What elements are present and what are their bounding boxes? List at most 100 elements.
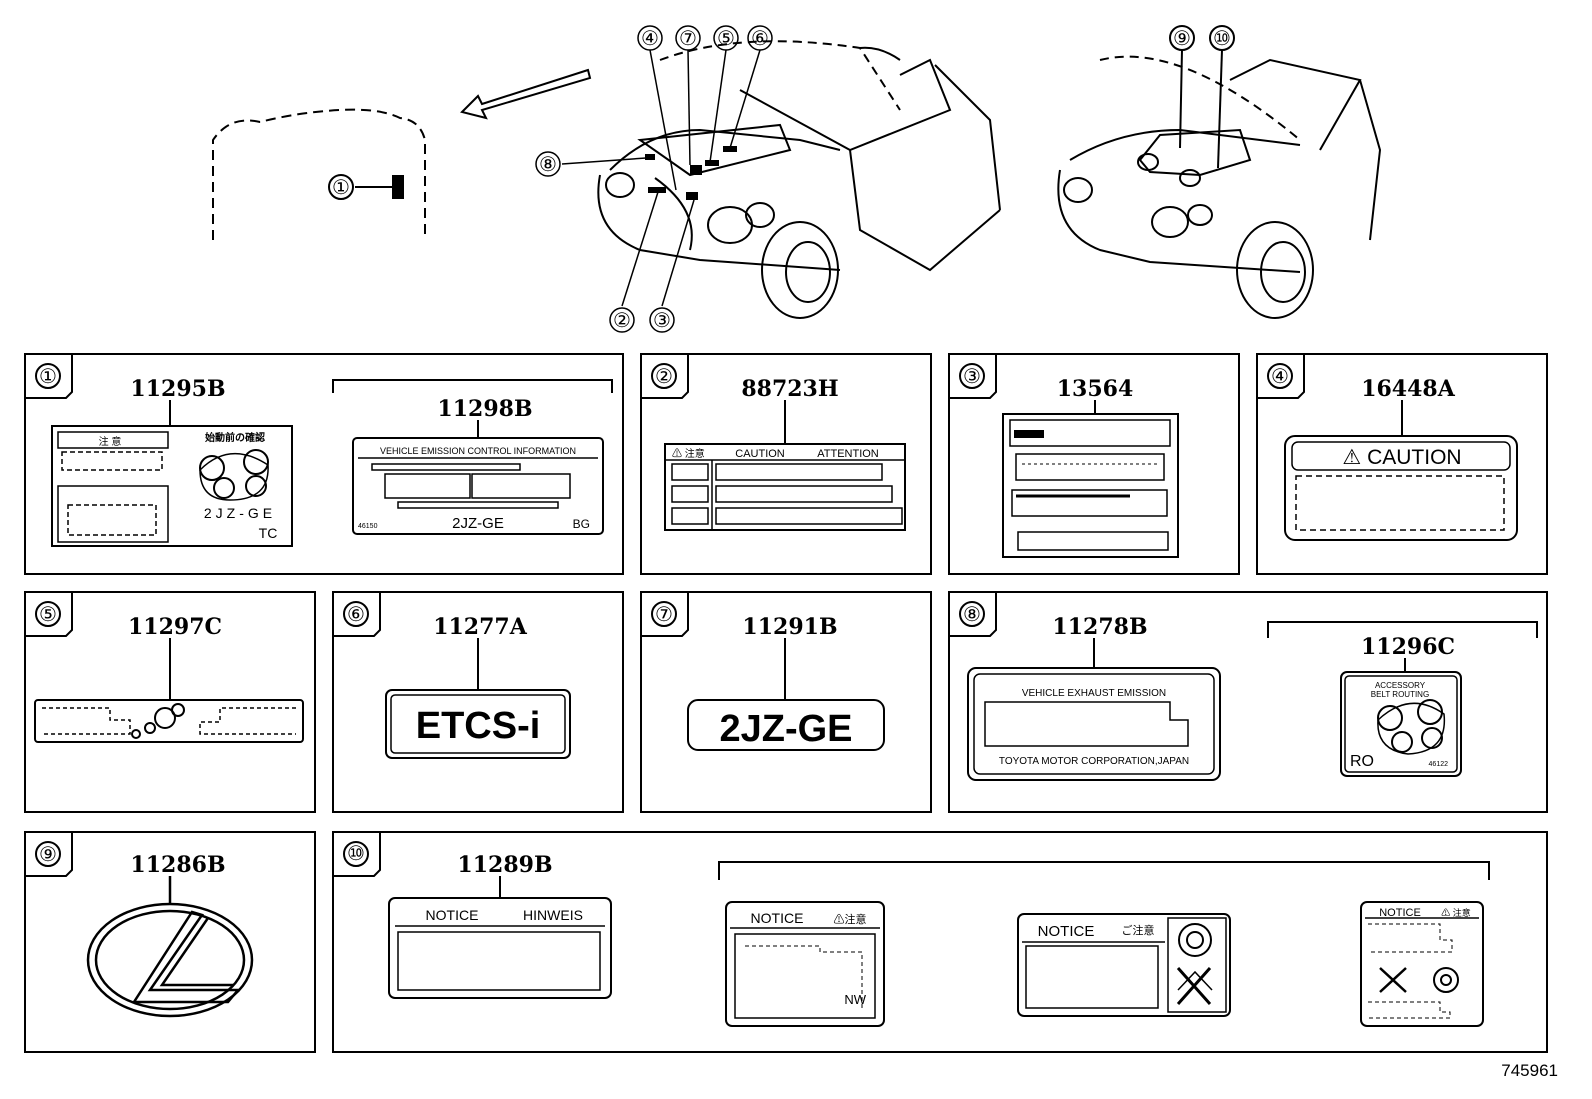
panel-5-graphics <box>34 638 304 743</box>
panel-5-frame <box>24 591 316 813</box>
label-11298B-header: VEHICLE EMISSION CONTROL INFORMATION <box>380 446 576 456</box>
panel-5-index: ⑤ <box>39 604 57 626</box>
label-11297C <box>34 699 304 743</box>
callout-10-overview: ⑩ <box>1213 28 1231 50</box>
panel-1-index: ① <box>39 366 57 388</box>
panel-6-graphics <box>385 638 571 759</box>
panel-index-tabs <box>25 354 1305 877</box>
panel-9-index: ⑨ <box>39 844 57 866</box>
label-11289B-a <box>388 897 612 999</box>
panel-1-frame <box>24 353 624 575</box>
label-13564 <box>1002 413 1179 558</box>
panel-3-frame <box>948 353 1240 575</box>
panel-8-frame <box>948 591 1548 813</box>
label-11278B <box>967 667 1221 781</box>
callout-9-overview: ⑨ <box>1173 28 1191 50</box>
engine-bay-leader-lines <box>535 25 773 333</box>
part-number-11291B: 11291B <box>742 614 837 640</box>
diagram-id: 745961 <box>1501 1061 1558 1080</box>
label-11289B-c <box>1017 913 1231 1017</box>
panel-6-index: ⑥ <box>347 604 365 626</box>
panel-8-index: ⑧ <box>963 604 981 626</box>
panel-10-frame <box>332 831 1548 1053</box>
label-11289B-c-symbol: ご注意 <box>1122 923 1155 937</box>
label-11278B-footer: TOYOTA MOTOR CORPORATION,JAPAN <box>999 756 1189 767</box>
panel-2-frame <box>640 353 932 575</box>
panel-2-index: ② <box>655 366 673 388</box>
part-number-88723H: 88723H <box>741 376 838 402</box>
callout-3-overview: ③ <box>653 310 671 332</box>
part-number-16448A: 16448A <box>1361 376 1456 402</box>
label-11298B-model: 2JZ-GE <box>452 515 504 532</box>
label-11289B-b-symbol: ⚠注意 <box>834 912 867 926</box>
panel-4-index: ④ <box>1271 366 1289 388</box>
label-88723H-symbol: ⚠ 注意 <box>672 447 705 460</box>
label-11289B-a-hinweis: HINWEIS <box>523 907 583 923</box>
part-number-11277A: 11277A <box>433 614 528 640</box>
label-11295B-code: TC <box>259 525 278 541</box>
label-11289B-b-notice: NOTICE <box>751 910 804 926</box>
panel-1-graphics <box>51 379 613 547</box>
callout-5-overview: ⑤ <box>717 28 735 50</box>
lexus-emblem-icon <box>86 876 254 1018</box>
label-11289B-c-notice: NOTICE <box>1038 923 1095 940</box>
part-number-13564: 13564 <box>1057 376 1134 402</box>
callout-4-overview: ④ <box>641 28 659 50</box>
label-11277A <box>385 689 571 759</box>
panel-7-graphics <box>687 638 885 751</box>
panel-9-frame <box>24 831 316 1053</box>
label-11289B-a-notice: NOTICE <box>426 907 479 923</box>
part-number-11296C: 11296C <box>1361 634 1455 660</box>
panel-4-graphics <box>1284 400 1518 541</box>
label-16448A <box>1284 435 1518 541</box>
label-11295B <box>51 425 293 547</box>
label-11295B-line1: 注 意 <box>99 435 122 448</box>
label-11278B-header: VEHICLE EXHAUST EMISSION <box>1022 688 1166 699</box>
label-88723H-caution: CAUTION <box>735 448 785 460</box>
label-88723H-attention: ATTENTION <box>817 448 879 460</box>
label-11289B-b-code: NW <box>844 992 866 1007</box>
callout-6-overview: ⑥ <box>751 28 769 50</box>
part-number-11297C: 11297C <box>128 614 222 640</box>
panel-6-frame <box>332 591 624 813</box>
label-11298B <box>352 437 604 535</box>
part-number-11289B: 11289B <box>457 852 552 878</box>
label-11277A-text: ETCS-i <box>416 705 541 747</box>
label-11298B-small: 46150 <box>358 523 378 530</box>
label-11291B <box>687 699 885 751</box>
part-number-11278B: 11278B <box>1052 614 1147 640</box>
part-number-11298B: 11298B <box>437 396 532 422</box>
panel-4-frame <box>1256 353 1548 575</box>
label-11289B-d-notice: NOTICE <box>1379 907 1421 919</box>
callout-8-overview: ⑧ <box>539 154 557 176</box>
label-11296C-small: 46122 <box>1429 761 1449 768</box>
part-number-11295B: 11295B <box>130 376 225 402</box>
panel-3-graphics <box>1002 400 1179 558</box>
label-11298B-code: BG <box>573 517 590 531</box>
hood-label-marker <box>392 175 404 199</box>
warning-triangle-icon: ⚠ <box>1342 446 1367 469</box>
panel-2-graphics <box>664 400 906 531</box>
panel-frames <box>24 353 1548 1053</box>
callout-2-overview: ② <box>613 310 631 332</box>
label-11291B-text: 2JZ-GE <box>719 708 852 750</box>
label-11296C-line2: BELT ROUTING <box>1371 690 1429 699</box>
label-11289B-d <box>1360 901 1484 1027</box>
panel-10-index: ⑩ <box>347 843 365 865</box>
label-11289B-d-symbol: ⚠ 注意 <box>1441 907 1471 918</box>
panel-10-graphics <box>388 861 1490 1027</box>
engine-bay-label-markers <box>645 146 737 200</box>
callout-7-overview: ⑦ <box>679 28 697 50</box>
label-11289B-b <box>725 901 885 1027</box>
callout-1-overview: ① <box>332 177 350 199</box>
label-11295B-line2: 始動前の確認 <box>205 431 265 444</box>
label-11295B-model: 2JZ-GE <box>204 505 276 521</box>
car-front-view-right <box>1057 25 1382 319</box>
label-16448A-header-text: CAUTION <box>1367 446 1462 469</box>
label-11296C <box>1340 671 1462 777</box>
label-11296C-line1: ACCESSORY <box>1375 681 1426 690</box>
panel-3-index: ③ <box>963 366 981 388</box>
panel-7-frame <box>640 591 932 813</box>
panel-8-graphics <box>967 621 1538 781</box>
